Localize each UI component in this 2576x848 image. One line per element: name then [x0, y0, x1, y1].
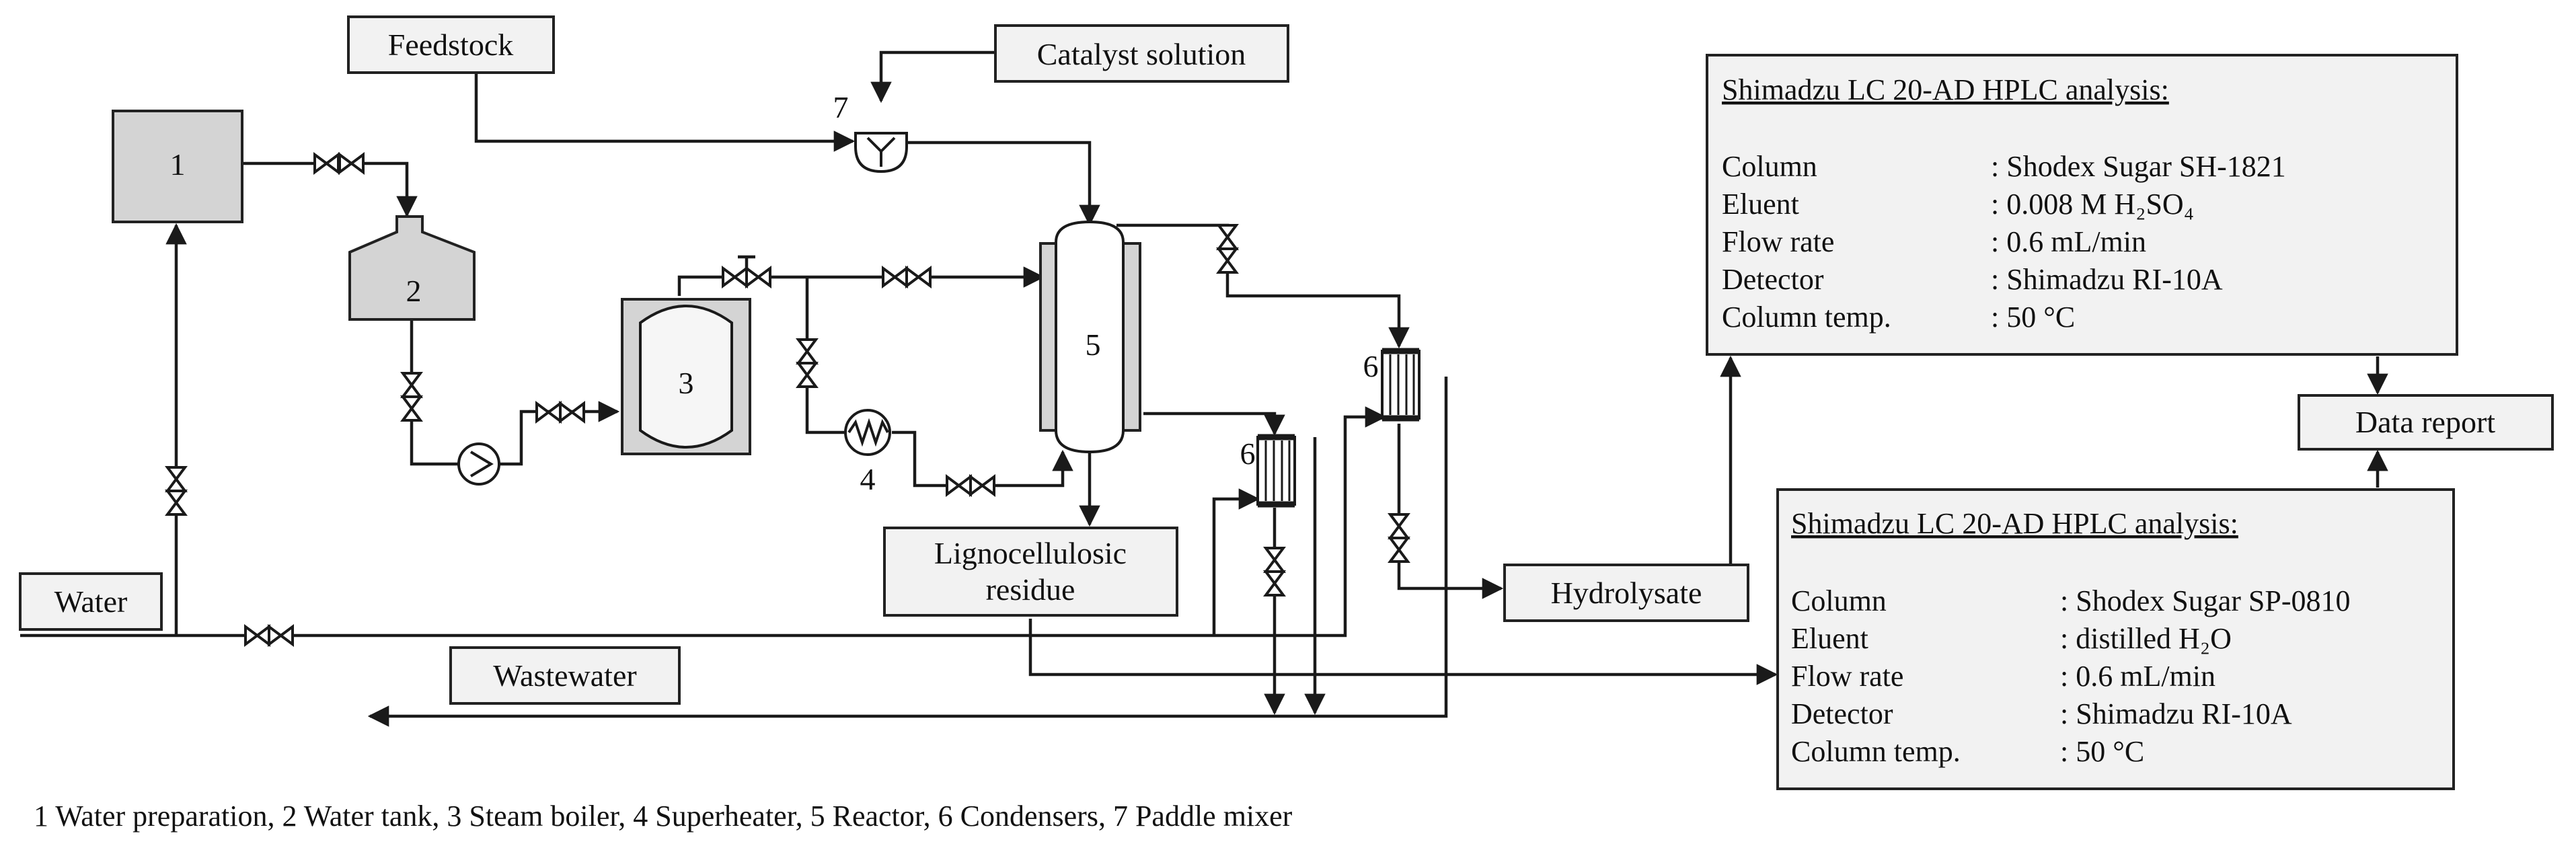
superheater: 4 [844, 409, 891, 496]
wastewater-label: Wastewater [493, 658, 636, 693]
equipment-number: 3 [679, 366, 694, 400]
wastewater-box: Wastewater [449, 646, 681, 705]
valve-icon [268, 624, 294, 647]
valve-icon [969, 474, 995, 497]
reactor: 5 [1039, 220, 1141, 454]
paddle-mixer: 7 [833, 90, 908, 174]
valve-icon [165, 466, 188, 492]
hplc-top-title: Shimadzu LC 20-AD HPLC analysis: [1722, 73, 2169, 106]
hplc-bottom-row-label: Flow rate [1791, 660, 1903, 693]
equipment-number: 1 [170, 147, 186, 182]
valve-icon [244, 624, 270, 647]
hplc-bottom-row-label: Detector [1791, 697, 1893, 730]
valve-icon [796, 338, 819, 364]
condenser-lower: 6 [1240, 434, 1296, 508]
valve-icon [400, 395, 423, 422]
hplc-bottom-row-value: : Shodex Sugar SP-0810 [2060, 584, 2350, 617]
valve-icon [905, 266, 932, 288]
heating-coil-icon [847, 418, 889, 447]
water-label: Water [54, 584, 128, 619]
valve-icon [946, 474, 972, 497]
hplc-top-row-label: Eluent [1722, 188, 1799, 221]
water-preparation-unit: 1 [112, 110, 243, 223]
catalyst-solution-box: Catalyst solution [994, 24, 1289, 83]
hplc-bottom-row-value: : 50 °C [2060, 735, 2144, 768]
hplc-top-row-value: : Shimadzu RI-10A [1991, 263, 2223, 296]
valve-icon [1263, 570, 1286, 596]
valves [165, 152, 1410, 647]
hplc-analysis-bottom: Shimadzu LC 20-AD HPLC analysis: Column … [1776, 488, 2455, 790]
condenser-upper: 6 [1363, 348, 1420, 422]
pump-icon [457, 442, 500, 486]
pipe-network [20, 50, 2388, 727]
hplc-top-row-value: : 0.6 mL/min [1991, 225, 2146, 258]
valve-icon [722, 266, 748, 288]
hplc-top-row-value: : 50 °C [1991, 301, 2075, 334]
residue-label-line2: residue [986, 572, 1075, 607]
hplc-bottom-title: Shimadzu LC 20-AD HPLC analysis: [1791, 507, 2238, 540]
hplc-bottom-row-value: : Shimadzu RI-10A [2060, 697, 2292, 730]
valve-icon [400, 372, 423, 398]
valve-icon [1216, 247, 1239, 274]
residue-label-line1: Lignocellulosic [934, 536, 1127, 570]
hplc-bottom-row-label: Column [1791, 584, 1887, 617]
catalyst-label: Catalyst solution [1037, 37, 1246, 71]
hplc-bottom-row-label: Column temp. [1791, 735, 1961, 768]
valve-icon [559, 401, 585, 424]
valve-icon [338, 152, 365, 175]
equipment-number: 6 [1363, 349, 1379, 383]
hplc-top-row-label: Column temp. [1722, 301, 1891, 334]
paddle-icon [866, 137, 896, 167]
valve-icon [1216, 224, 1239, 250]
hplc-bottom-row-label: Eluent [1791, 622, 1868, 655]
equipment-number: 4 [860, 462, 876, 496]
valve-icon [165, 490, 188, 516]
valve-icon [796, 362, 819, 388]
hplc-top-row-label: Flow rate [1722, 225, 1834, 258]
valve-icon [882, 266, 908, 288]
equipment-number: 2 [406, 274, 422, 308]
equipment-number: 6 [1240, 436, 1256, 471]
hplc-bottom-row-value: : 0.6 mL/min [2060, 660, 2215, 693]
hplc-top-row-value: : 0.008 M H₂SO₄ [1991, 188, 2194, 221]
valve-icon [1388, 537, 1410, 563]
equipment-number: 5 [1086, 327, 1101, 362]
feedstock-label: Feedstock [388, 28, 514, 62]
valve-icon [1388, 513, 1410, 539]
data-report-label: Data report [2355, 405, 2495, 439]
steam-boiler: 3 [621, 298, 751, 455]
hplc-bottom-row-value: : distilled H₂O [2060, 622, 2232, 655]
water-tank: 2 [348, 215, 476, 321]
hplc-top-row-value: : Shodex Sugar SH-1821 [1991, 150, 2286, 183]
hydrolysate-label: Hydrolysate [1551, 576, 1702, 610]
hplc-top-row-label: Column [1722, 150, 1817, 183]
hplc-top-row-label: Detector [1722, 263, 1824, 296]
hydrolysate-box: Hydrolysate [1503, 564, 1749, 622]
valve-icon [313, 152, 340, 175]
feedstock-box: Feedstock [347, 15, 555, 74]
valve-icon [745, 266, 771, 288]
equipment-number: 7 [833, 90, 849, 124]
hplc-analysis-top: Shimadzu LC 20-AD HPLC analysis: Column … [1706, 54, 2458, 356]
water-box: Water [19, 572, 163, 631]
data-report-box: Data report [2298, 394, 2554, 451]
lignocellulosic-residue-box: Lignocellulosic residue [883, 527, 1178, 617]
figure-legend: 1 Water preparation, 2 Water tank, 3 Ste… [34, 800, 1293, 833]
valve-icon [535, 401, 562, 424]
valve-icon [1263, 547, 1286, 573]
